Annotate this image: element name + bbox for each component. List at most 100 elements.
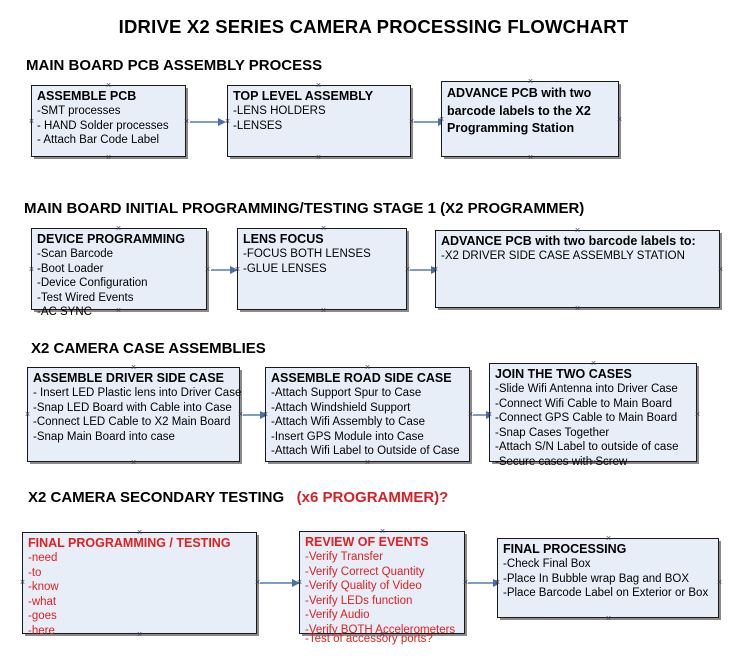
page-title: IDRIVE X2 SERIES CAMERA PROCESSING FLOWC… <box>118 16 629 37</box>
node-line: -LENS HOLDERS <box>233 105 326 117</box>
node-join-the-two-cases[interactable]: JOIN THE TWO CASES -Slide Wifi Antenna i… <box>489 363 697 468</box>
node-body: -Verify Transfer -Verify Correct Quantit… <box>305 550 464 638</box>
node-body: -Scan Barcode -Boot Loader -Device Confi… <box>37 247 206 320</box>
node-line: -what <box>28 595 57 608</box>
node-line: -Connect LED Cable to X2 Main Board <box>33 416 231 429</box>
node-line: -Verify BOTH Accelerometers <box>305 623 456 636</box>
node-assemble-pcb[interactable]: ASSEMBLE PCB -SMT processes - HAND Solde… <box>31 85 186 157</box>
node-final-processing[interactable]: FINAL PROCESSING -Check Final Box -Place… <box>497 538 719 618</box>
node-line: -FOCUS BOTH LENSES <box>243 248 371 260</box>
node-line: -SMT processes <box>37 105 121 117</box>
node-title: LENS FOCUS <box>243 232 324 246</box>
node-line: -Place Barcode Label on Exterior or Box <box>503 587 709 600</box>
node-line: -Verify Audio <box>305 609 370 622</box>
node-line: -Connect Wifi Cable to Main Board <box>495 397 673 410</box>
node-line: - Insert LED Plastic lens into Driver Ca… <box>33 387 242 399</box>
connector-driver-side-case-to-road-side-case[interactable] <box>243 410 268 419</box>
section-heading-text: MAIN BOARD PCB ASSEMBLY PROCESS <box>26 57 323 74</box>
section-heading-text: X2 CAMERA SECONDARY TESTING <box>28 489 285 506</box>
section-heading-x2-camera-case-assemblies: X2 CAMERA CASE ASSEMBLIES <box>31 340 266 357</box>
node-line: -Secure cases with Screw <box>495 455 628 468</box>
node-title: TOP LEVEL ASSEMBLY <box>233 89 374 103</box>
node-title: DEVICE PROGRAMMING <box>37 232 185 246</box>
node-overflow-line: -Test of accessory ports? <box>305 633 433 645</box>
arrowhead-icon <box>292 578 300 587</box>
node-line: -Attach Wifi Label to Outside of Case <box>271 445 460 458</box>
node-body: - Insert LED Plastic lens into Driver Ca… <box>33 386 242 444</box>
node-body: -X2 DRIVER SIDE CASE ASSEMBLY STATION <box>441 249 719 264</box>
section-heading-accent-text: (x6 PROGRAMMER)? <box>296 489 449 506</box>
node-title: ASSEMBLE DRIVER SIDE CASE <box>33 371 225 385</box>
node-device-programming[interactable]: DEVICE PROGRAMMING -Scan Barcode -Boot L… <box>31 228 207 318</box>
node-line: -Attach Support Spur to Case <box>271 387 422 399</box>
node-line: -to <box>28 566 42 579</box>
section-heading-x2-camera-secondary-testing: X2 CAMERA SECONDARY TESTING (x6 PROGRAMM… <box>28 489 448 506</box>
arrowhead-icon <box>218 117 226 126</box>
node-line: -Device Configuration <box>37 277 148 290</box>
connector-lens-focus-to-advance-pcb[interactable] <box>410 265 439 274</box>
arrowhead-icon <box>230 265 238 274</box>
node-line: -LENSES <box>233 119 283 132</box>
node-body: -LENS HOLDERS -LENSES <box>233 104 410 133</box>
node-line: -Check Final Box <box>503 558 591 570</box>
node-body: -FOCUS BOTH LENSES -GLUE LENSES <box>243 247 406 276</box>
node-advance-pcb-to-x2-programming-station[interactable]: ADVANCE PCB with two barcode labels to t… <box>441 81 619 157</box>
node-title: ASSEMBLE PCB <box>37 89 137 103</box>
node-final-programming-testing[interactable]: FINAL PROGRAMMING / TESTING -need -to -k… <box>22 532 257 637</box>
node-line: -GLUE LENSES <box>243 262 327 275</box>
node-line: -Snap Cases Together <box>495 426 610 439</box>
node-line: -Place In Bubble wrap Bag and BOX <box>503 572 690 585</box>
node-line: -goes <box>28 610 57 623</box>
node-line: -Snap LED Board with Cable into Case <box>33 401 232 414</box>
node-title: ADVANCE PCB with two barcode labels to: <box>441 234 696 248</box>
node-line: -Verify Correct Quantity <box>305 565 425 578</box>
node-line: -Verify LEDs function <box>305 594 413 607</box>
node-line: -AC SYNC <box>37 306 92 319</box>
node-review-of-events[interactable]: REVIEW OF EVENTS -Verify Transfer -Verif… <box>299 531 465 645</box>
node-line: - HAND Solder processes <box>37 119 169 132</box>
node-line: -Connect GPS Cable to Main Board <box>495 412 678 425</box>
node-body: -Check Final Box -Place In Bubble wrap B… <box>503 557 718 601</box>
node-line: -Boot Loader <box>37 262 104 275</box>
node-line: -Verify Transfer <box>305 551 383 563</box>
arrowhead-icon <box>260 410 268 419</box>
node-line: -know <box>28 581 59 594</box>
node-body: -Slide Wifi Antenna into Driver Case -Co… <box>495 382 696 470</box>
node-body: -need -to -know -what -goes -here <box>28 551 256 639</box>
node-line: - Attach Bar Code Label <box>37 134 160 147</box>
connector-top-level-assembly-to-advance-pcb[interactable] <box>414 117 446 126</box>
node-advance-pcb-to-driver-side-case-assembly[interactable]: ADVANCE PCB with two barcode labels to: … <box>435 230 720 308</box>
connector-device-programming-to-lens-focus[interactable] <box>211 265 238 274</box>
node-title: ADVANCE PCB with two barcode labels to t… <box>447 86 592 135</box>
node-lens-focus[interactable]: LENS FOCUS -FOCUS BOTH LENSES -GLUE LENS… <box>237 228 407 310</box>
node-top-level-assembly[interactable]: TOP LEVEL ASSEMBLY -LENS HOLDERS -LENSES <box>227 85 411 157</box>
node-title: REVIEW OF EVENTS <box>305 535 429 549</box>
node-line: -X2 DRIVER SIDE CASE ASSEMBLY STATION <box>441 250 685 262</box>
node-body: -Attach Support Spur to Case -Attach Win… <box>271 386 469 459</box>
node-line: -Slide Wifi Antenna into Driver Case <box>495 383 678 395</box>
connector-final-programming-to-review-of-events[interactable] <box>260 578 300 587</box>
node-body: -SMT processes - HAND Solder processes -… <box>37 104 185 148</box>
section-heading-text: MAIN BOARD INITIAL PROGRAMMING/TESTING S… <box>24 200 585 217</box>
node-assemble-driver-side-case[interactable]: ASSEMBLE DRIVER SIDE CASE - Insert LED P… <box>27 367 242 462</box>
node-assemble-road-side-case[interactable]: ASSEMBLE ROAD SIDE CASE -Attach Support … <box>265 367 470 462</box>
section-heading-main-board-pcb-assembly-process: MAIN BOARD PCB ASSEMBLY PROCESS <box>26 57 322 74</box>
node-title: FINAL PROGRAMMING / TESTING <box>28 536 231 550</box>
node-line: -here <box>28 624 55 637</box>
connector-road-side-case-to-join-the-two-cases[interactable] <box>473 410 494 419</box>
node-line: -Scan Barcode <box>37 248 114 260</box>
connector-assemble-pcb-to-top-level-assembly[interactable] <box>190 117 226 126</box>
node-title: FINAL PROCESSING <box>503 542 627 556</box>
node-line: -Verify Quality of Video <box>305 580 422 593</box>
section-heading-text: X2 CAMERA CASE ASSEMBLIES <box>31 340 266 357</box>
node-line: -need <box>28 552 58 564</box>
node-line: -Insert GPS Module into Case <box>271 430 424 443</box>
section-heading-main-board-initial-programming-testing-stage-1: MAIN BOARD INITIAL PROGRAMMING/TESTING S… <box>24 200 584 217</box>
node-line: -Test Wired Events <box>37 291 134 304</box>
node-title: ASSEMBLE ROAD SIDE CASE <box>271 371 452 385</box>
node-line: -Attach Wifi Assembly to Case <box>271 416 426 429</box>
node-title: JOIN THE TWO CASES <box>495 367 632 381</box>
node-line: -Attach S/N Label to outside of case <box>495 441 679 454</box>
connector-review-of-events-to-final-processing[interactable] <box>468 578 501 587</box>
